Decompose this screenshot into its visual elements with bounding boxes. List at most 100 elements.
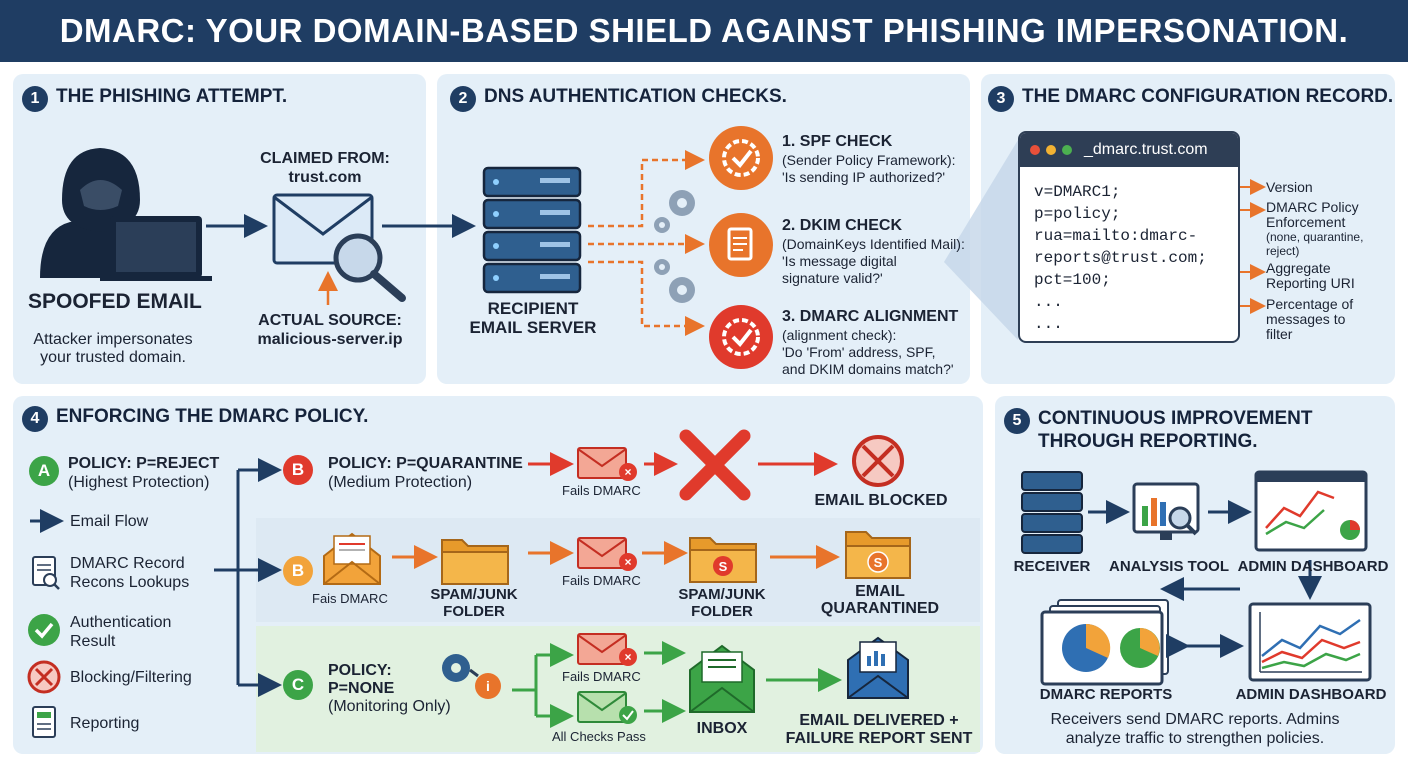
panel5-title-line2: THROUGH REPORTING. [1038, 430, 1258, 452]
panel4-title: 4 ENFORCING THE DMARC POLICY. [22, 406, 368, 432]
legend-auth-line1: Authentication [70, 614, 172, 631]
reporting-desc-line2: analyze traffic to strengthen policies. [1065, 730, 1325, 747]
check-line: 'Is sending IP authorized?' [782, 169, 946, 185]
legend-record-line2: Recons Lookups [70, 574, 190, 591]
panel5-title-line1: CONTINUOUS IMPROVEMENT [1038, 408, 1313, 429]
row3-fails-label: Fails DMARC [562, 669, 641, 684]
legend-policy-line2: (Highest Protection) [68, 474, 210, 491]
code-line: v=DMARC1; [1034, 183, 1121, 201]
row1-fails-label: Fails DMARC [562, 483, 641, 498]
recipient-server-label-line1: RECIPIENT [487, 299, 579, 318]
claimed-from-label: CLAIMED FROM: [260, 150, 390, 167]
recipient-server-label-line2: EMAIL SERVER [469, 318, 597, 337]
panel1-title: 1 THE PHISHING ATTEMPT. [22, 86, 287, 112]
delivered-line2: FAILURE REPORT SENT [785, 730, 973, 747]
check-line: (alignment check): [782, 327, 897, 343]
check-line: 'Is message digital [782, 253, 897, 269]
spam-folder2-line1: SPAM/JUNK [678, 586, 766, 603]
code-line: rua=mailto:dmarc- [1034, 227, 1198, 245]
analysis-tool-label: ANALYSIS TOOL [1108, 558, 1230, 575]
minimize-dot-icon [1046, 145, 1056, 155]
annotation-line: Enforcement [1266, 214, 1346, 230]
dmarc-reports-label: DMARC REPORTS [1039, 686, 1173, 703]
spam-folder1-line2: FOLDER [443, 603, 505, 620]
step-number: 5 [1004, 408, 1030, 434]
policy-badge-b-quarantine: B [283, 556, 313, 586]
annotation-line: filter [1266, 326, 1293, 342]
row3-policy-line2: P=NONE [328, 680, 395, 697]
delivered-line1: EMAIL DELIVERED + [799, 712, 959, 729]
policy-badge-a: A [29, 456, 59, 486]
step-number: 1 [22, 86, 48, 112]
step-number: 3 [988, 86, 1014, 112]
quarantined-line1: EMAIL [855, 583, 905, 600]
dns-record-window: _dmarc.trust.com v=DMARC1; p=policy; rua… [1018, 131, 1240, 343]
email-blocked-label: EMAIL BLOCKED [814, 492, 948, 509]
close-dot-icon [1030, 145, 1040, 155]
admin-dashboard-bottom-label: ADMIN DASHBOARD [1235, 686, 1387, 703]
code-line: reports@trust.com; [1034, 249, 1207, 267]
legend-auth-line2: Result [70, 633, 116, 650]
policy-badge-b: B [283, 455, 313, 485]
panel3-title: 3 THE DMARC CONFIGURATION RECORD. [988, 86, 1393, 112]
record-code: v=DMARC1; p=policy; rua=mailto:dmarc- re… [1020, 167, 1238, 335]
row1-policy-line2: (Medium Protection) [328, 474, 473, 491]
check-line: signature valid?' [782, 270, 883, 286]
row2-fails-left: Fais DMARC [312, 591, 388, 606]
spam-folder2-line2: FOLDER [691, 603, 753, 620]
record-filename: _dmarc.trust.com [1084, 141, 1208, 158]
check-line: (DomainKeys Identified Mail): [782, 236, 965, 252]
legend-record-line1: DMARC Record [70, 555, 185, 572]
admin-dashboard-top-label: ADMIN DASHBOARD [1237, 558, 1389, 575]
code-line: pct=100; [1034, 271, 1111, 289]
panel-reporting [995, 396, 1395, 754]
legend-email-flow: Email Flow [70, 513, 149, 530]
actual-source-label: ACTUAL SOURCE: [258, 312, 402, 329]
annotation-line: (none, quarantine, [1266, 230, 1364, 244]
spoofed-email-label: SPOOFED EMAIL [28, 290, 202, 313]
page-title: DMARC: YOUR DOMAIN-BASED SHIELD AGAINST … [0, 0, 1408, 62]
annotation-line: reject) [1266, 244, 1300, 258]
legend-policy-line1: POLICY: P=REJECT [68, 455, 220, 472]
attacker-desc-line1: Attacker impersonates [33, 331, 193, 348]
panel3-title-text: THE DMARC CONFIGURATION RECORD. [1022, 86, 1394, 107]
row1-policy-line1: POLICY: P=QUARANTINE [328, 455, 523, 472]
step-number: 4 [22, 406, 48, 432]
panel5-title: 5 CONTINUOUS IMPROVEMENT THROUGH REPORTI… [1004, 408, 1312, 454]
annotation-line: DMARC Policy [1266, 199, 1359, 215]
panel2-title: 2 DNS AUTHENTICATION CHECKS. [450, 86, 787, 112]
check-title: 2. DKIM CHECK [782, 217, 903, 234]
check-line: (Sender Policy Framework): [782, 152, 956, 168]
annotation-line: messages to [1266, 311, 1346, 327]
panel2-title-text: DNS AUTHENTICATION CHECKS. [484, 86, 787, 107]
annotation-line: Reporting URI [1266, 275, 1355, 291]
code-line: ... [1034, 293, 1063, 311]
check-line: and DKIM domains match?' [782, 361, 954, 377]
attacker-desc-line2: your trusted domain. [40, 349, 186, 366]
check-title: 1. SPF CHECK [782, 133, 893, 150]
annotation-version: Version [1266, 179, 1313, 195]
code-line: ... [1034, 315, 1063, 333]
annotation-line: Percentage of [1266, 296, 1354, 312]
legend-blocking: Blocking/Filtering [70, 669, 192, 686]
legend-reporting: Reporting [70, 715, 140, 732]
inbox-label: INBOX [696, 720, 748, 737]
claimed-from-value: trust.com [288, 169, 362, 186]
annotation-line: Aggregate [1266, 260, 1331, 276]
quarantined-line2: QUARANTINED [820, 600, 940, 617]
reporting-desc-line1: Receivers send DMARC reports. Admins [1050, 711, 1340, 728]
panel4-title-text: ENFORCING THE DMARC POLICY. [56, 406, 369, 427]
window-titlebar: _dmarc.trust.com [1020, 133, 1238, 167]
maximize-dot-icon [1062, 145, 1072, 155]
check-title: 3. DMARC ALIGNMENT [782, 308, 959, 325]
code-line: p=policy; [1034, 205, 1121, 223]
policy-badge-c: C [283, 670, 313, 700]
step-number: 2 [450, 86, 476, 112]
row2-fails-mid: Fails DMARC [562, 573, 641, 588]
panel1-title-text: THE PHISHING ATTEMPT. [56, 86, 288, 107]
actual-source-value: malicious-server.ip [257, 331, 403, 348]
receiver-label: RECEIVER [1013, 558, 1091, 575]
check-line: 'Do 'From' address, SPF, [782, 344, 936, 360]
spam-folder1-line1: SPAM/JUNK [430, 586, 518, 603]
row3-policy-line1: POLICY: [328, 662, 392, 679]
